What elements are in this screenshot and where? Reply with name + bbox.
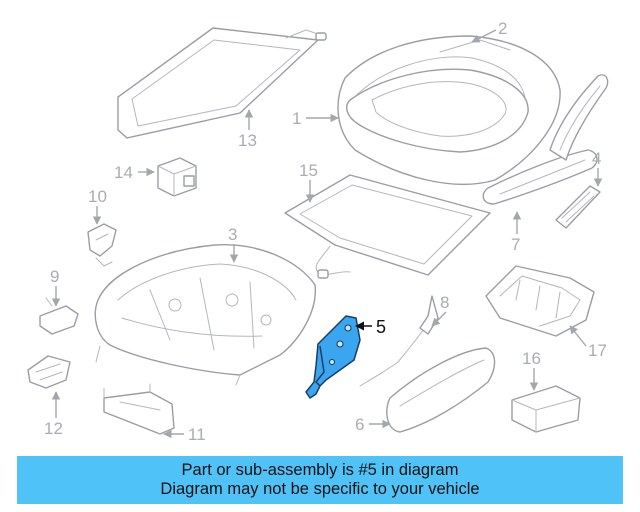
- callout-labels: 1 2 3 4 5 6 7 8 9 10 11 12 13 14 15 16 1…: [44, 19, 607, 444]
- callout-3: 3: [228, 225, 237, 244]
- part-12-bracket: [27, 355, 71, 389]
- callout-10: 10: [88, 187, 107, 206]
- callout-9: 9: [50, 267, 59, 286]
- callout-1: 1: [292, 109, 301, 128]
- leader-lines: [51, 29, 603, 439]
- part-6-side-trim: [386, 347, 496, 433]
- part-11-support: [103, 383, 175, 435]
- callout-13: 13: [238, 131, 257, 150]
- caption-bar: Part or sub-assembly is #5 in diagram Di…: [17, 456, 623, 504]
- part-1-cushion-pad: [346, 68, 529, 153]
- part-13-heater-pad: [117, 27, 327, 139]
- part-3-seat-frame: [94, 244, 316, 386]
- callout-17: 17: [588, 341, 607, 360]
- callout-8: 8: [440, 293, 449, 312]
- part-10-clip: [87, 223, 117, 267]
- callout-14: 14: [114, 163, 133, 182]
- callout-5: 5: [376, 317, 386, 337]
- callout-16: 16: [522, 349, 541, 368]
- callout-6: 6: [355, 415, 364, 434]
- callout-4: 4: [592, 149, 601, 168]
- callout-12: 12: [44, 419, 63, 438]
- parts-diagram: 1 2 3 4 5 6 7 8 9 10 11 12 13 14 15 16 1…: [27, 19, 609, 444]
- part-5-highlighted-bracket: [305, 315, 361, 399]
- part-14-module: [157, 157, 197, 197]
- part-17-track: [485, 265, 595, 337]
- callout-11: 11: [188, 425, 206, 444]
- part-16-module: [511, 385, 581, 433]
- caption-line-2: Diagram may not be specific to your vehi…: [160, 480, 480, 498]
- callout-2: 2: [498, 19, 507, 38]
- caption-line-1: Part or sub-assembly is #5 in diagram: [181, 461, 459, 479]
- callout-15: 15: [299, 161, 318, 180]
- part-4-switch: [555, 185, 601, 229]
- part-15-heater-mat: [284, 174, 491, 279]
- part-recliner-trim: [549, 74, 609, 161]
- callout-7: 7: [511, 235, 520, 254]
- part-7-side-shield: [482, 149, 598, 205]
- part-9-cap: [39, 297, 79, 335]
